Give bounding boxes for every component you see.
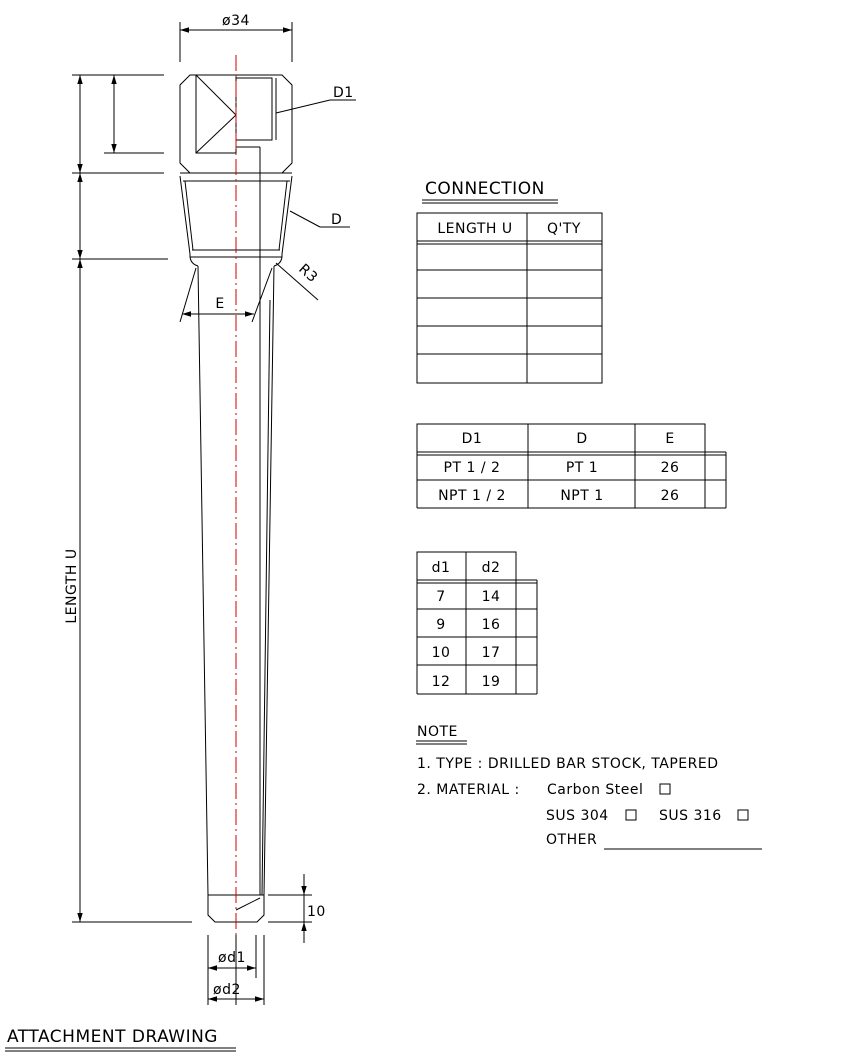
col-d1-bore: d1 — [432, 560, 451, 576]
table-cell: 16 — [482, 617, 501, 633]
table-cell: 7 — [436, 589, 445, 605]
bore-table: d1 d2 7 14 9 16 10 17 12 19 — [416, 551, 538, 695]
thread-left — [179, 175, 191, 257]
carbon-steel-label: Carbon Steel — [547, 782, 643, 798]
stem-right — [263, 265, 275, 896]
table-cell: NPT 1 — [560, 488, 603, 504]
e-dim-label: E — [215, 296, 224, 312]
col-e: E — [665, 431, 674, 447]
other-label: OTHER — [546, 832, 597, 848]
col-d2-bore: d2 — [482, 560, 501, 576]
neck-radius-left — [189, 256, 199, 267]
thread-right — [281, 175, 293, 257]
col-length-u: LENGTH U — [437, 221, 512, 237]
stem-d2-dim: ød2 — [213, 982, 241, 998]
table-cell: PT 1 — [566, 460, 598, 476]
d-leader-label: D — [331, 212, 342, 228]
hex-face — [195, 74, 237, 154]
table-cell: 26 — [661, 488, 680, 504]
table-cell: PT 1 / 2 — [444, 460, 501, 476]
note-line-type: 1. TYPE : DRILLED BAR STOCK, TAPERED — [417, 756, 719, 772]
length-u-dim-label: LENGTH U — [64, 548, 80, 623]
radius-label: R3 — [295, 261, 320, 286]
col-d1: D1 — [462, 431, 483, 447]
attachment-drawing-title: ATTACHMENT DRAWING — [7, 1027, 218, 1047]
table-cell: 10 — [432, 645, 451, 661]
connection-title: CONNECTION — [425, 179, 545, 199]
footer: ATTACHMENT DRAWING — [5, 1027, 236, 1052]
table-cell: 12 — [432, 674, 451, 690]
table-cell: 26 — [661, 460, 680, 476]
table-cell: 17 — [482, 645, 501, 661]
thread-table: D1 D E PT 1 / 2 PT 1 26 NPT 1 / 2 NPT 1 … — [416, 423, 727, 509]
note-title: NOTE — [417, 724, 458, 740]
tip-length-dim: 10 — [307, 904, 326, 920]
outer-diameter-dim: ø34 — [222, 13, 250, 29]
sus316-checkbox[interactable] — [737, 809, 749, 821]
table-cell: 19 — [482, 674, 501, 690]
sus316-label: SUS 316 — [659, 808, 722, 824]
table-cell: NPT 1 / 2 — [438, 488, 506, 504]
sus304-label: SUS 304 — [546, 808, 609, 824]
d1-leader-label: D1 — [333, 85, 354, 101]
d1-thread-bore — [236, 77, 273, 141]
dimensions: ø34 D1 D R3 E LENGTH U 10 — [64, 13, 356, 1005]
table-cell: 14 — [482, 589, 501, 605]
stem-left — [197, 265, 209, 896]
neck-radius-right — [273, 256, 283, 267]
col-qty: Q'TY — [547, 221, 581, 237]
bore-d1-dim: ød1 — [218, 950, 246, 966]
sus304-checkbox[interactable] — [625, 809, 637, 821]
carbon-steel-checkbox[interactable] — [659, 783, 671, 795]
note-material-label: 2. MATERIAL : — [417, 782, 520, 798]
note-section: NOTE 1. TYPE : DRILLED BAR STOCK, TAPERE… — [416, 724, 762, 850]
col-d: D — [576, 431, 587, 447]
connection-table: CONNECTION LENGTH U Q'TY — [416, 179, 603, 384]
table-cell: 9 — [436, 617, 445, 633]
